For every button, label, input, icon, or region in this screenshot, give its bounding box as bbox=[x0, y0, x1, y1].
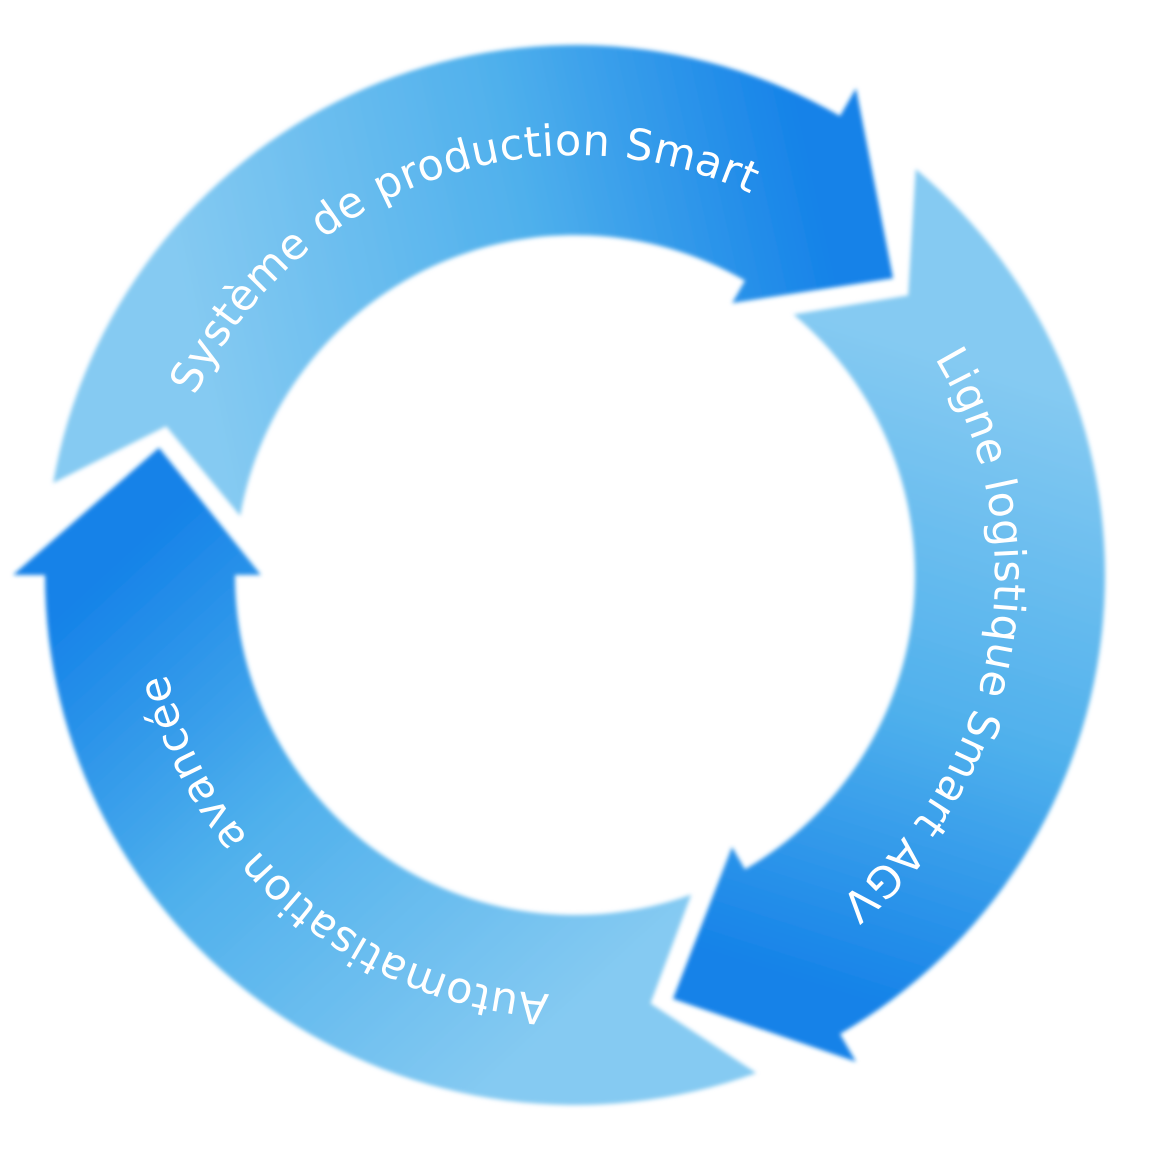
cycle-arrow-2 bbox=[672, 169, 1106, 1062]
cycle-arrow-1 bbox=[53, 45, 894, 517]
cycle-arrow-3 bbox=[13, 447, 757, 1105]
